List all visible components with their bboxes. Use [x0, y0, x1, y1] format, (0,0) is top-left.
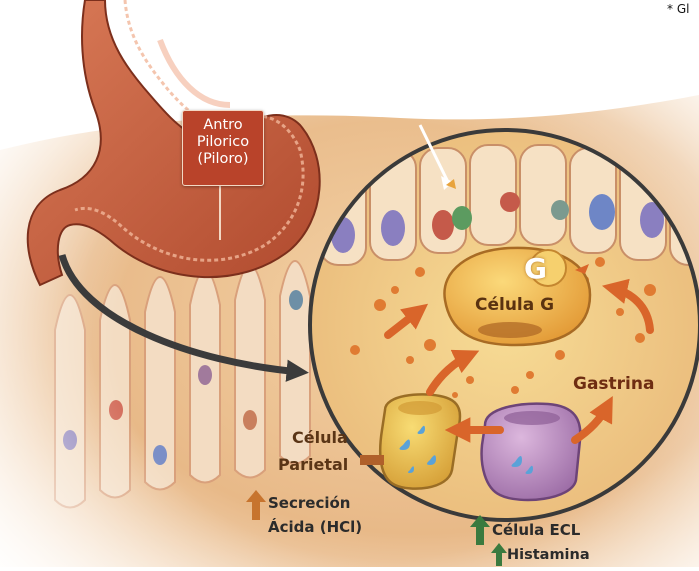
parietal-label-line2: Parietal: [278, 455, 348, 474]
acid-secretion-line2: Ácida (HCl): [268, 518, 362, 536]
g-cell-letter: G: [524, 252, 547, 285]
antro-pilorico-label: Antro Pilorico (Piloro): [182, 110, 264, 186]
parietal-label-line1: Célula: [292, 428, 348, 447]
antro-label-line: Pilorico: [183, 134, 263, 151]
histamine-label: Histamina: [507, 547, 590, 563]
g-cell-label: Célula G: [475, 295, 554, 315]
gastrin-label: Gastrina: [573, 374, 654, 394]
ecl-cell-label: Célula ECL: [492, 521, 580, 539]
footnote: * Gl: [667, 2, 689, 16]
antro-label-line: (Piloro): [183, 151, 263, 168]
ecl-cell: [482, 404, 581, 500]
parietal-label-pointer: [360, 455, 384, 465]
parietal-cell: [380, 394, 460, 488]
acid-secretion-line1: Secreción: [268, 494, 350, 512]
antro-label-line: Antro: [183, 117, 263, 134]
